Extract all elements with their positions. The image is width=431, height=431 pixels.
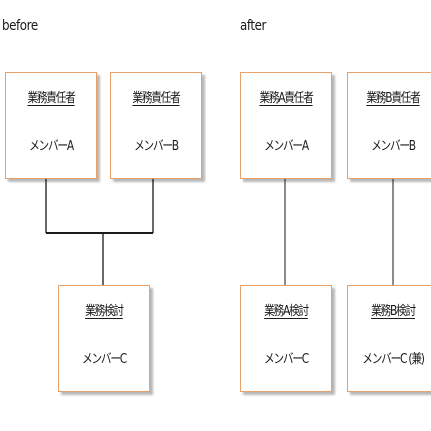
box-title: 業務A検討	[264, 304, 309, 319]
box-member: メンバーB	[371, 139, 416, 154]
after-box-study-a: 業務A検討 メンバーC	[240, 285, 332, 392]
box-title: 業務A責任者	[259, 91, 313, 106]
box-member: メンバーB	[134, 139, 179, 154]
before-box-study: 業務検討 メンバーC	[58, 285, 150, 392]
after-heading: after	[240, 18, 267, 34]
before-box-leader-b: 業務責任者 メンバーB	[110, 72, 202, 179]
box-title: 業務B責任者	[366, 91, 420, 106]
box-title: 業務検討	[85, 304, 124, 319]
box-member: メンバーC	[82, 352, 127, 367]
box-member: メンバーA	[264, 139, 309, 154]
after-box-leader-b: 業務B責任者 メンバーB	[347, 72, 431, 179]
box-member: メンバーA	[29, 139, 74, 154]
box-member: メンバーC	[264, 352, 309, 367]
box-title: 業務責任者	[27, 91, 75, 106]
before-heading: before	[2, 18, 38, 34]
after-box-leader-a: 業務A責任者 メンバーA	[240, 72, 332, 179]
after-box-study-b: 業務B検討 メンバーC (兼)	[347, 285, 431, 392]
box-title: 業務B検討	[371, 304, 416, 319]
before-box-leader-a: 業務責任者 メンバーA	[5, 72, 97, 179]
box-title: 業務責任者	[132, 91, 180, 106]
box-member: メンバーC (兼)	[362, 352, 425, 367]
